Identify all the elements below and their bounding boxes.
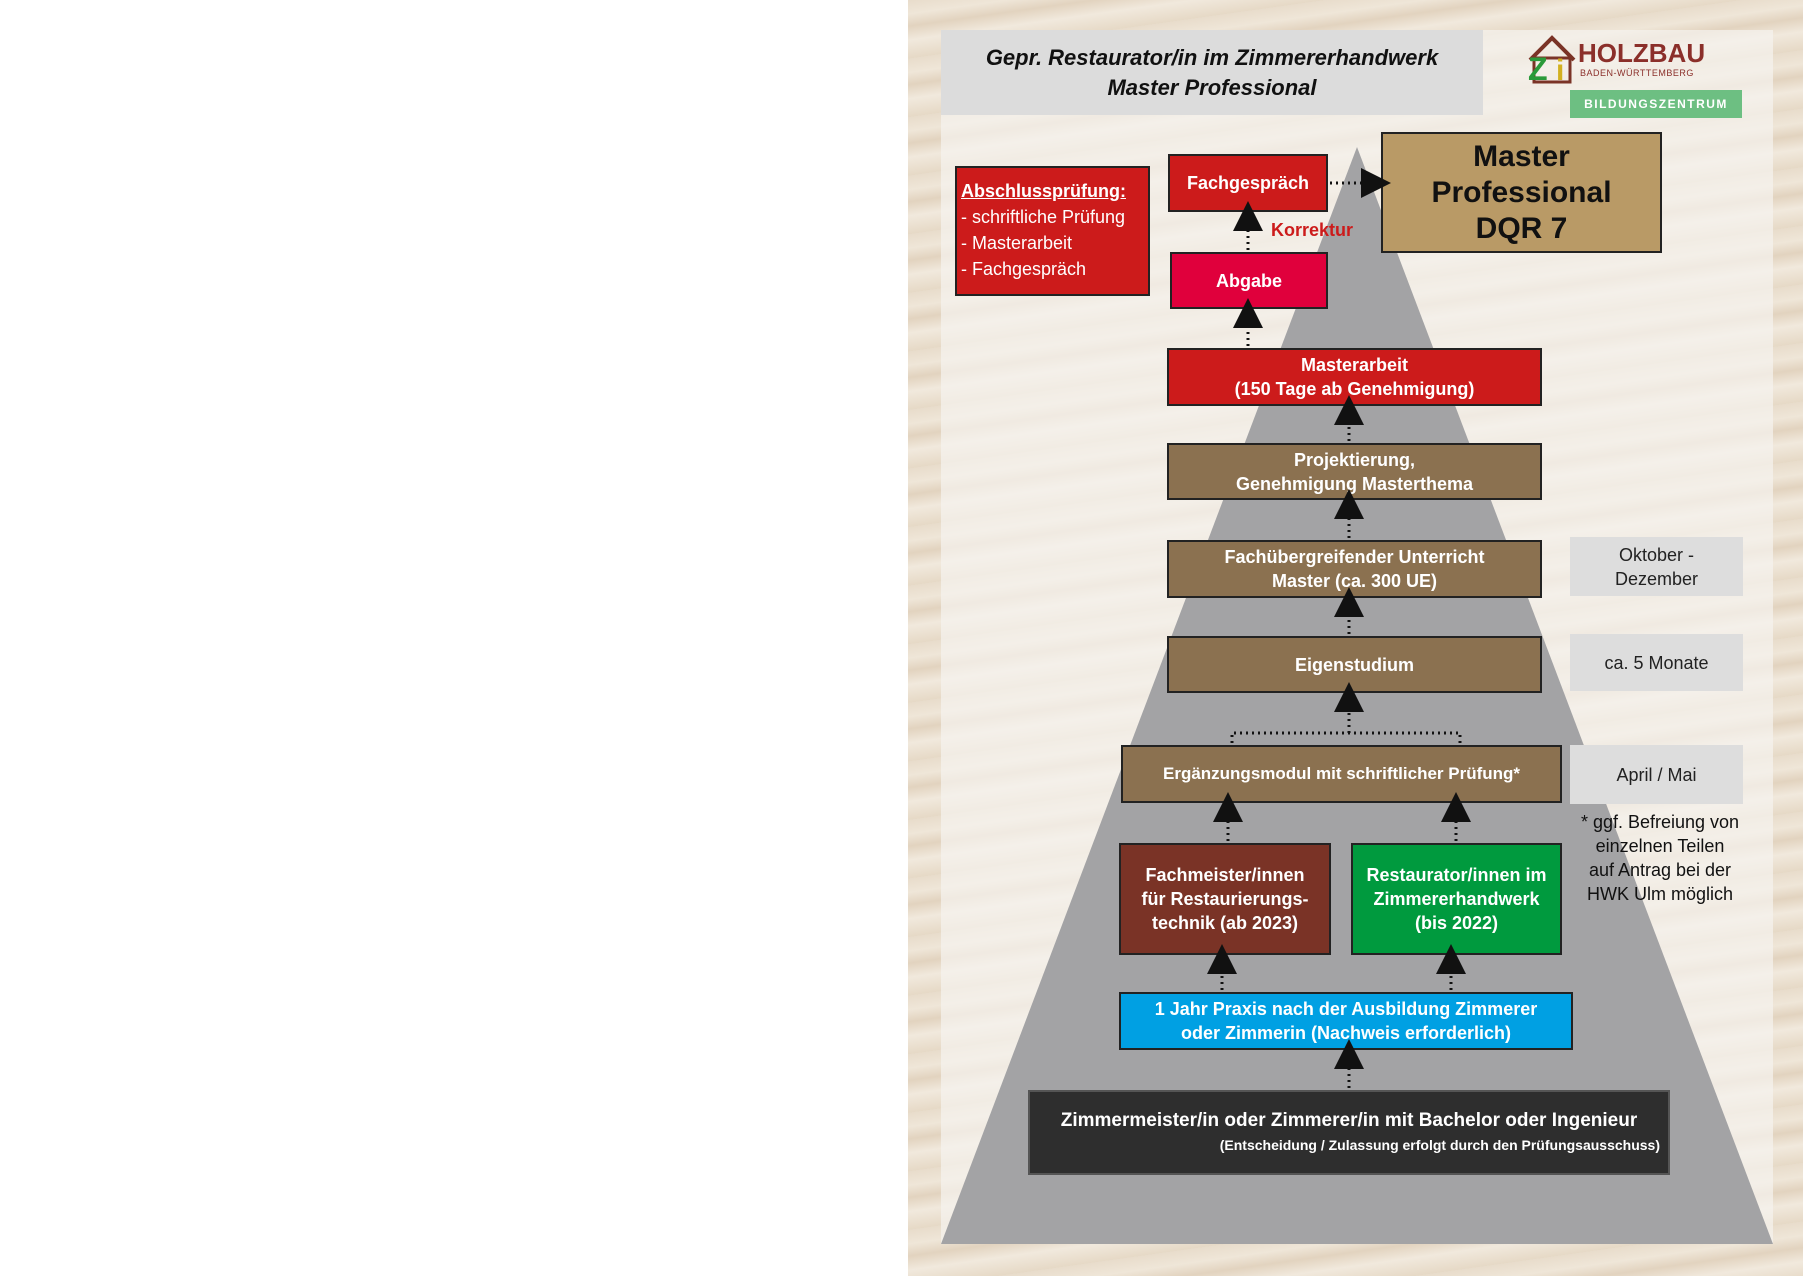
korrektur-label: Korrektur	[1271, 220, 1354, 240]
step-fachmeister: Fachmeister/innen für Restaurierungs- te…	[1119, 843, 1331, 955]
footnote-line: auf Antrag bei der	[1588, 860, 1732, 880]
step-label: Masterarbeit	[1300, 355, 1409, 375]
timing-label: Dezember	[1614, 568, 1699, 589]
bildungszentrum-badge: BILDUNGSZENTRUM	[1570, 90, 1742, 118]
footnote: * ggf. Befreiung von einzelnen Teilen au…	[1570, 810, 1750, 906]
step-label: Restaurator/innen im	[1366, 865, 1547, 885]
timing-label: April / Mai	[1616, 764, 1697, 785]
title-line-1: Gepr. Restaurator/in im Zimmererhandwerk	[985, 44, 1439, 70]
step-basis: Zimmermeister/in oder Zimmerer/in mit Ba…	[1028, 1090, 1670, 1175]
timing-april: April / Mai	[1570, 745, 1743, 804]
step-label: Fachmeister/innen	[1145, 865, 1305, 885]
goal-line: Master	[1473, 139, 1570, 173]
goal-line: Professional	[1431, 175, 1612, 209]
goal-master-professional: Master Professional DQR 7	[1381, 132, 1662, 253]
goal-line: DQR 7	[1475, 211, 1568, 245]
step-praxis: 1 Jahr Praxis nach der Ausbildung Zimmer…	[1119, 992, 1573, 1050]
exam-item: - Fachgespräch	[961, 259, 1087, 279]
step-label: für Restaurierungs-	[1141, 889, 1309, 909]
timing-label: Oktober -	[1618, 544, 1695, 565]
step-ergaenzungsmodul: Ergänzungsmodul mit schriftlicher Prüfun…	[1121, 745, 1562, 803]
svg-text:Z: Z	[1528, 51, 1548, 84]
timing-label: ca. 5 Monate	[1604, 652, 1709, 673]
step-label: Fachgespräch	[1186, 173, 1310, 193]
step-label: Genehmigung Masterthema	[1235, 473, 1474, 494]
logo-brand: HOLZBAU	[1578, 38, 1706, 68]
step-restaurator: Restaurator/innen im Zimmererhandwerk (b…	[1351, 843, 1562, 955]
holzbau-logo: Z i HOLZBAU BADEN-WÜRTTEMBERG	[1524, 34, 1714, 84]
exam-item: - schriftliche Prüfung	[961, 207, 1126, 227]
step-label: (bis 2022)	[1414, 913, 1499, 933]
title-line-2: Master Professional	[1107, 74, 1317, 100]
timing-oktober: Oktober - Dezember	[1570, 537, 1743, 596]
footnote-line: einzelnen Teilen	[1595, 836, 1725, 856]
step-label: oder Zimmerin (Nachweis erforderlich)	[1180, 1023, 1512, 1043]
step-label: Zimmermeister/in oder Zimmerer/in mit Ba…	[1060, 1109, 1638, 1131]
step-label: Eigenstudium	[1294, 654, 1414, 675]
step-label: Master (ca. 300 UE)	[1271, 571, 1438, 591]
step-label: technik (ab 2023)	[1151, 913, 1299, 933]
house-logo-icon: Z i	[1528, 35, 1576, 84]
exam-item: - Masterarbeit	[961, 233, 1073, 253]
footnote-line: * ggf. Befreiung von	[1580, 812, 1740, 832]
exam-info-box: Abschlussprüfung: - schriftliche Prüfung…	[955, 166, 1150, 296]
step-label: Projektierung,	[1293, 449, 1416, 470]
step-label: Fachübergreifender Unterricht	[1224, 547, 1485, 567]
step-label: 1 Jahr Praxis nach der Ausbildung Zimmer…	[1154, 999, 1538, 1019]
page-title: Gepr. Restaurator/in im Zimmererhandwerk…	[941, 30, 1483, 115]
step-abgabe: Abgabe	[1170, 252, 1328, 309]
branch-line	[1230, 731, 1462, 743]
step-label: Abgabe	[1215, 270, 1282, 291]
footnote-line: HWK Ulm möglich	[1586, 884, 1733, 904]
logo-region: BADEN-WÜRTTEMBERG	[1580, 68, 1694, 78]
step-label: (150 Tage ab Genehmigung)	[1234, 379, 1475, 399]
step-sublabel: (Entscheidung / Zulassung erfolgt durch …	[1219, 1136, 1660, 1153]
step-label: Ergänzungsmodul mit schriftlicher Prüfun…	[1162, 764, 1521, 783]
svg-text:i: i	[1556, 54, 1564, 84]
timing-monate: ca. 5 Monate	[1570, 634, 1743, 691]
exam-heading: Abschlussprüfung:	[961, 181, 1126, 201]
step-label: Zimmererhandwerk	[1373, 889, 1540, 909]
